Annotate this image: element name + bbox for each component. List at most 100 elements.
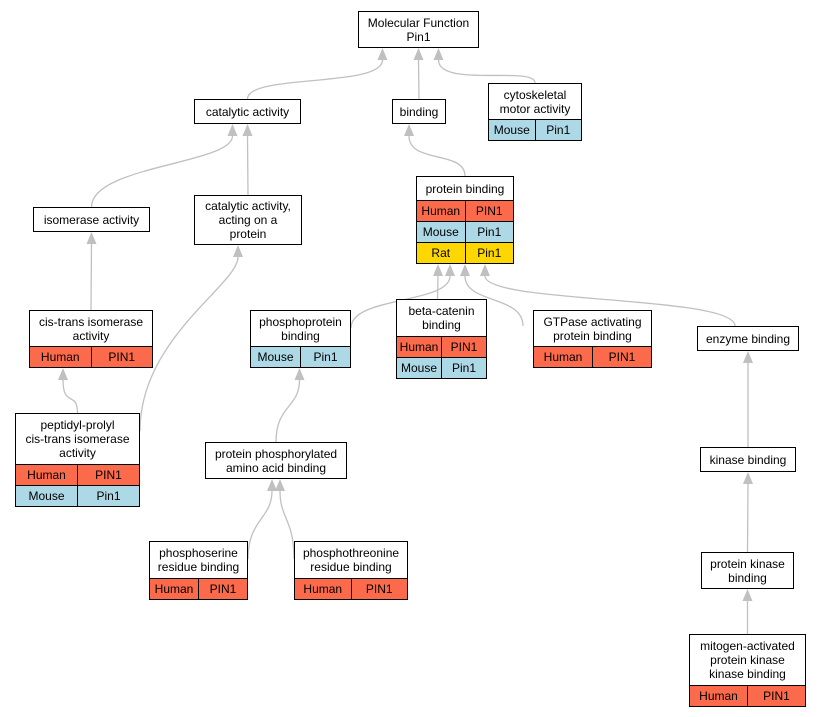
gene-cell: Pin1 [300, 347, 350, 367]
edge-arrowhead [233, 245, 243, 257]
node-isomerase-activity[interactable]: isomerase activity [33, 207, 150, 232]
node-title: kinase binding [709, 452, 787, 467]
node-mitogen-activated-protein-kinase-kinase-binding[interactable]: mitogen-activated protein kinase kinase … [689, 634, 806, 707]
node-title: enzyme binding [705, 331, 791, 346]
node-binding[interactable]: binding [392, 99, 446, 124]
species-cell: Human [27, 468, 66, 482]
edge-line [436, 275, 439, 300]
edge-arrowhead [58, 368, 68, 380]
species-cell: Mouse [28, 489, 65, 503]
edge-arrowhead [742, 589, 753, 601]
annotation-row: Human PIN1 [30, 346, 152, 367]
species-cell: Human [399, 340, 439, 354]
edge-arrowhead [413, 48, 424, 60]
node-protein-phosphorylated-amino-acid-binding[interactable]: protein phosphorylated amino acid bindin… [205, 442, 347, 479]
node-catalytic-activity[interactable]: catalytic activity [194, 99, 301, 124]
edge-line [417, 59, 420, 100]
node-title: mitogen-activated protein kinase kinase … [700, 639, 795, 681]
gene-cell: PIN1 [350, 579, 408, 599]
node-title: GTPase activating protein binding [543, 314, 642, 343]
annotation-row: Human PIN1 [295, 578, 407, 599]
gene-cell: Pin1 [441, 358, 486, 378]
gene-cell: PIN1 [441, 337, 486, 357]
edge-arrowhead [743, 351, 753, 363]
node-title: phosphoprotein binding [259, 314, 342, 343]
gene-cell: Pin1 [464, 243, 514, 263]
gene-cell: PIN1 [747, 686, 805, 706]
node-title: beta-catenin binding [408, 304, 475, 332]
node-protein-kinase-binding[interactable]: protein kinase binding [701, 552, 794, 589]
gene-cell: PIN1 [90, 347, 153, 367]
gene-cell: PIN1 [592, 347, 651, 367]
edge-arrowhead [480, 264, 490, 276]
species-cell: Human [40, 350, 80, 364]
species-cell: Human [303, 582, 343, 596]
edge-line [484, 275, 736, 327]
edge-arrowhead [242, 124, 253, 136]
node-title: binding [399, 104, 439, 119]
gene-cell: PIN1 [77, 465, 139, 485]
edge-arrowhead [227, 124, 238, 136]
edge-line [62, 379, 79, 414]
edge-arrowhead [433, 48, 444, 60]
edge-arrowhead [433, 264, 443, 276]
species-cell: Human [421, 204, 461, 218]
species-cell: Mouse [400, 361, 438, 375]
gene-cell: Pin1 [77, 486, 139, 506]
edge-arrowhead [275, 479, 285, 491]
species-cell: Mouse [422, 225, 459, 239]
edge-line [464, 275, 524, 327]
node-enzyme-binding[interactable]: enzyme binding [697, 326, 799, 351]
annotation-row: Human PIN1 [690, 685, 805, 706]
edge-line [246, 59, 384, 100]
edge-line [139, 256, 239, 432]
annotation-row: Mouse Pin1 [489, 119, 581, 140]
node-title: protein phosphorylated amino acid bindin… [214, 446, 338, 475]
species-cell: Human [154, 582, 194, 596]
species-cell: Human [699, 689, 738, 703]
node-title: protein binding [425, 181, 505, 196]
node-title: catalytic activity [205, 104, 290, 119]
node-molecular-function[interactable]: Molecular Function Pin1 [358, 11, 479, 48]
edge-line [408, 135, 466, 177]
annotation-row: Human PIN1 [16, 464, 139, 485]
edge-line [90, 243, 93, 311]
edge-line [746, 483, 749, 553]
edge-line [279, 490, 295, 560]
gene-cell: PIN1 [464, 201, 514, 221]
species-cell: Rat [431, 246, 451, 260]
edge-arrowhead [743, 472, 753, 484]
edge-line [275, 379, 301, 443]
species-cell: Mouse [493, 123, 530, 137]
edge-line [247, 490, 273, 560]
node-title: isomerase activity [43, 212, 140, 227]
edge-arrowhead [267, 479, 277, 491]
gene-cell: Pin1 [534, 120, 582, 140]
annotation-row: Mouse Pin1 [16, 485, 139, 506]
node-title: phosphoserine residue binding [157, 546, 240, 574]
edge-arrowhead [404, 124, 414, 136]
node-peptidyl-prolyl-isomerase-activity[interactable]: peptidyl-prolyl cis-trans isomerase acti… [15, 413, 140, 507]
edge-arrowhead [86, 232, 97, 244]
node-kinase-binding[interactable]: kinase binding [700, 447, 796, 472]
edge-arrowhead [460, 264, 470, 276]
node-catalytic-activity-on-protein[interactable]: catalytic activity, acting on a protein [194, 195, 302, 245]
gene-cell: Pin1 [464, 222, 514, 242]
annotation-row: Mouse Pin1 [417, 221, 513, 242]
edge-arrowhead [294, 368, 305, 380]
edge-line [246, 135, 249, 196]
